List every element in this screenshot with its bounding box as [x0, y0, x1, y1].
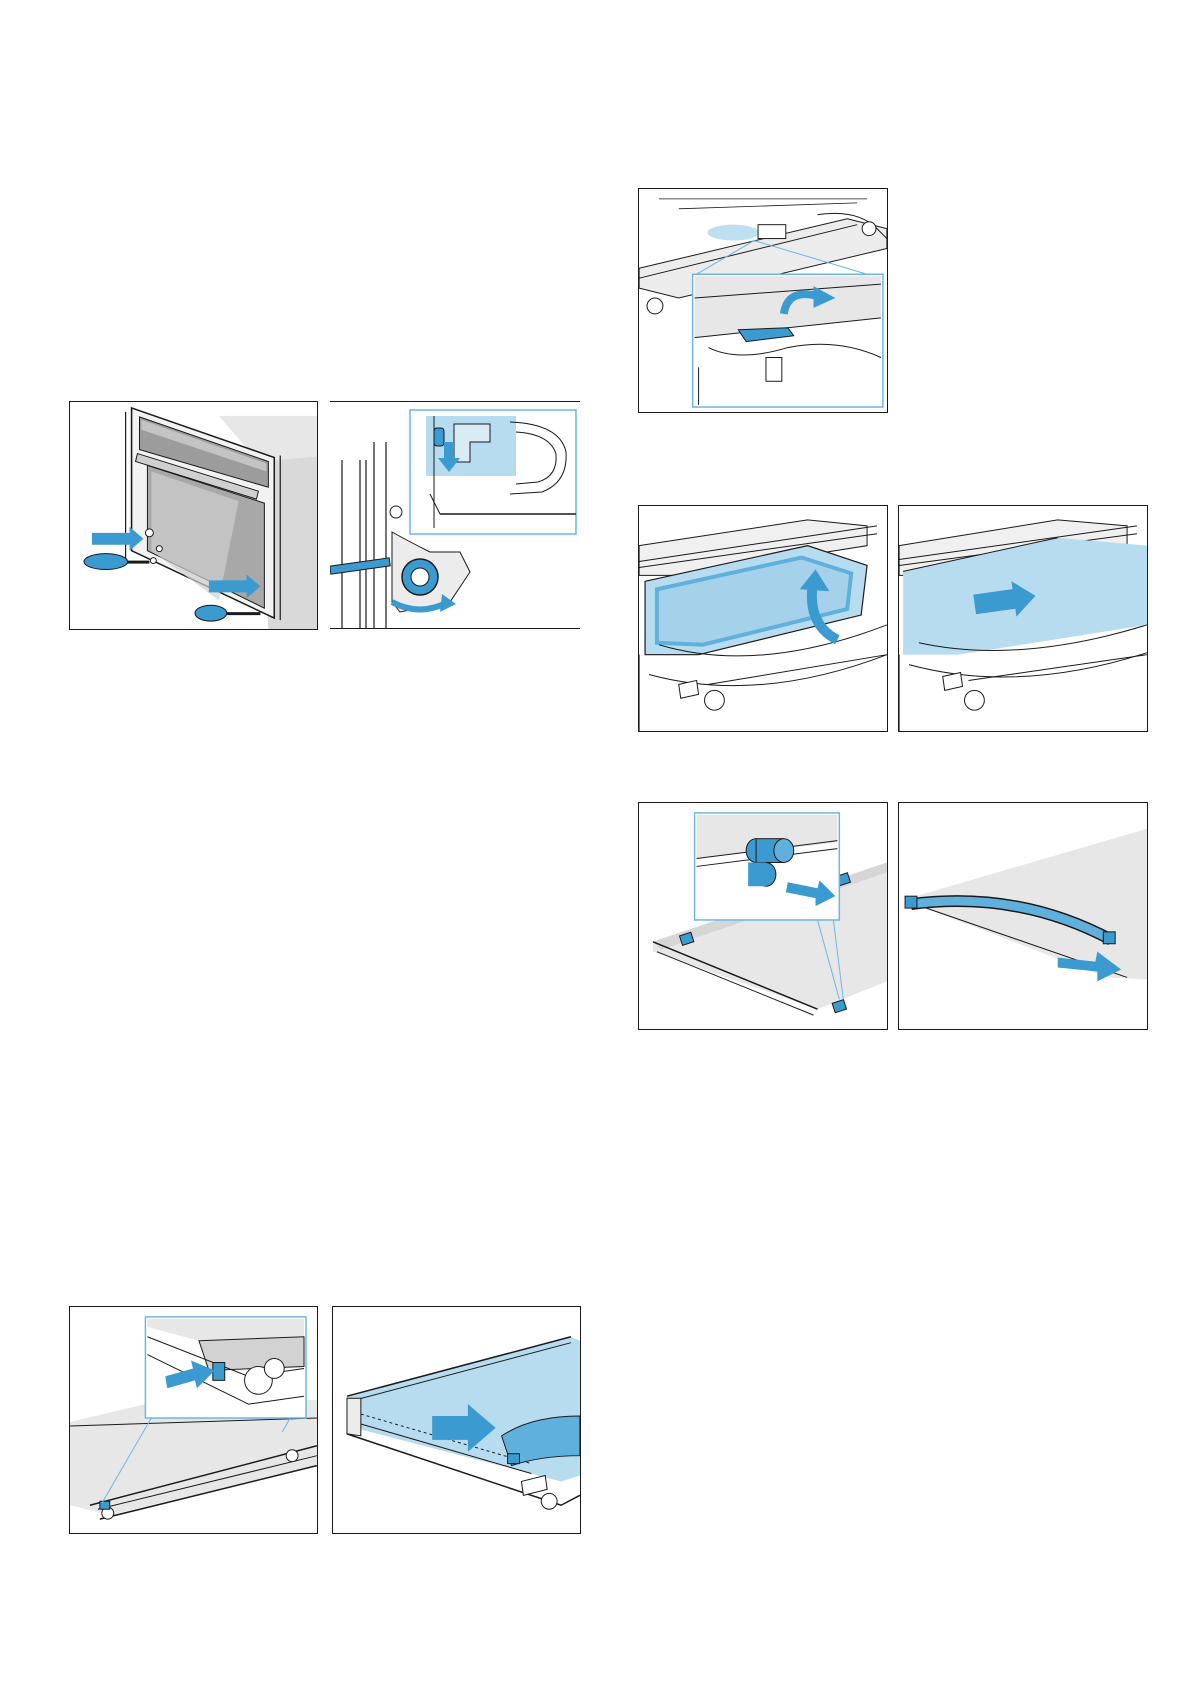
figure-door-clip-release	[638, 188, 888, 413]
pane-insert-illustration	[333, 1307, 580, 1533]
figure-hinge-bottom-rule	[330, 628, 580, 629]
glass-pane-slide-illustration	[899, 506, 1147, 731]
clip-insert-illustration	[70, 1307, 317, 1533]
figure-seal-remove	[898, 802, 1148, 1030]
figure-clip-insert	[69, 1306, 318, 1534]
seal-strip-remove-illustration	[899, 803, 1147, 1029]
figure-glass-lift	[638, 505, 888, 732]
pane-clip-remove-illustration	[639, 803, 887, 1029]
figure-glass-slide	[898, 505, 1148, 732]
figure-hinge-lever	[330, 402, 580, 628]
door-hinge-lever-illustration	[330, 402, 580, 628]
glass-pane-lift-illustration	[639, 506, 887, 731]
figure-pane-insert	[332, 1306, 581, 1534]
door-clip-release-illustration	[639, 189, 887, 412]
figure-clip-remove	[638, 802, 888, 1030]
oven-door-unscrew-illustration	[70, 402, 317, 629]
figure-oven-screwdriver	[69, 401, 318, 630]
